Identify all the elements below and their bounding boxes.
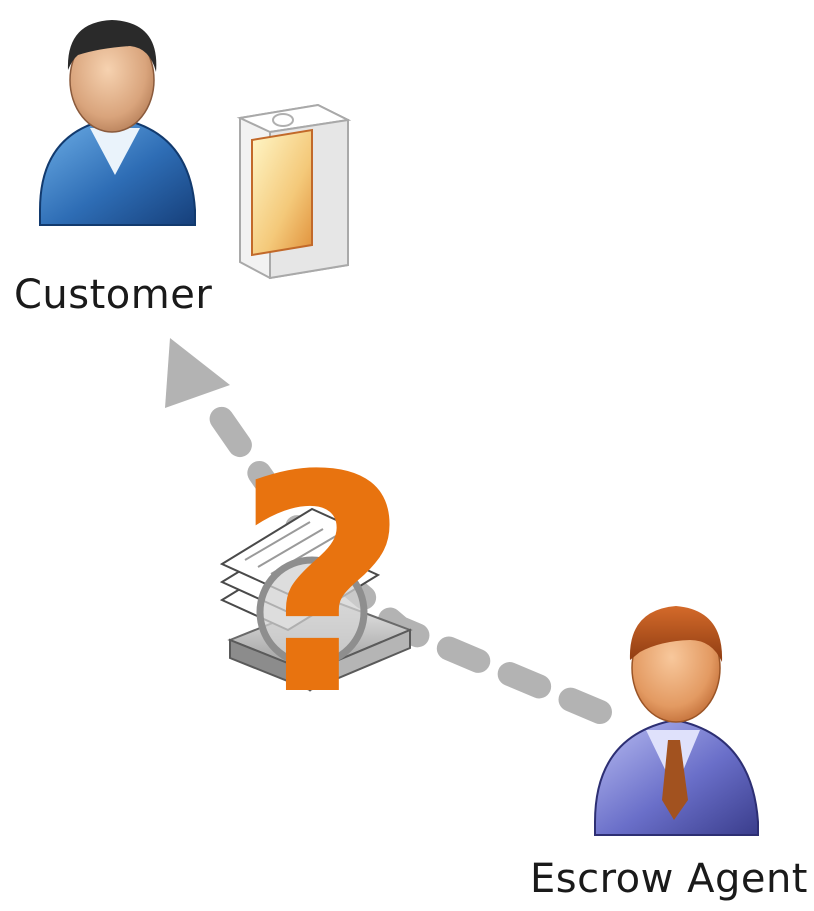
arrowhead-icon [165, 338, 230, 408]
product-box-icon [236, 103, 352, 280]
server-with-documents-icon [219, 507, 413, 692]
customer-person-icon [39, 20, 196, 226]
escrow-agent-label: Escrow Agent [530, 856, 808, 902]
svg-text:?: ? [235, 412, 409, 761]
customer-label: Customer [14, 272, 213, 318]
question-mark-icon: ? [235, 412, 409, 761]
escrow-agent-person-icon [594, 606, 759, 836]
